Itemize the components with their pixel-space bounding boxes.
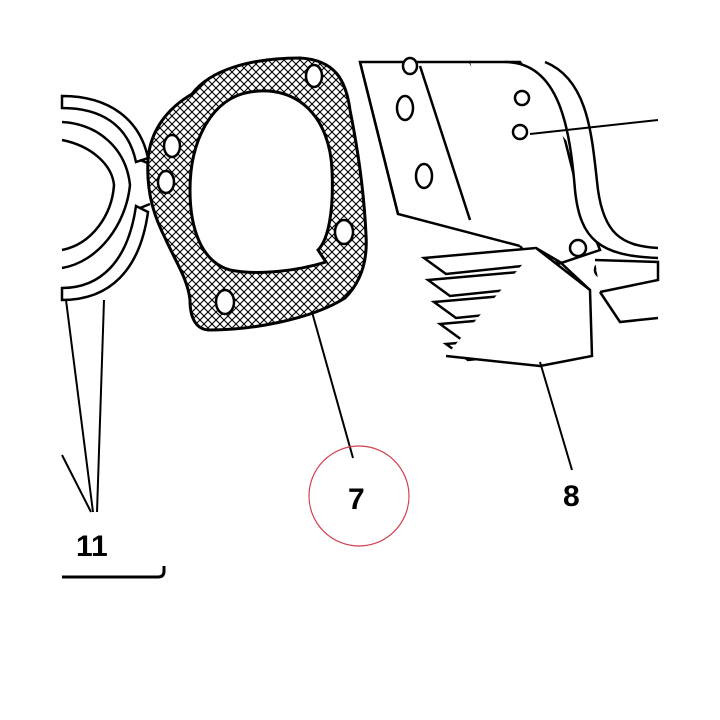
gasket-part-7: [146, 56, 368, 332]
highlight-circle-part-7: [308, 445, 410, 547]
callout-label-part-11: 11: [76, 530, 108, 563]
callout-label-part-8: 8: [563, 480, 580, 513]
callout-label-part-7: 7: [348, 483, 365, 516]
bearing-shells-part-11: [60, 94, 151, 302]
leader-lines-part-11: [61, 299, 105, 513]
cylinder-block-part-8: [358, 56, 660, 324]
cooling-fins-part-8: [420, 246, 594, 368]
bracket-underline-part-11: [62, 566, 166, 579]
leader-lines-part-8: [529, 119, 659, 471]
leader-line-part-7: [311, 311, 354, 459]
